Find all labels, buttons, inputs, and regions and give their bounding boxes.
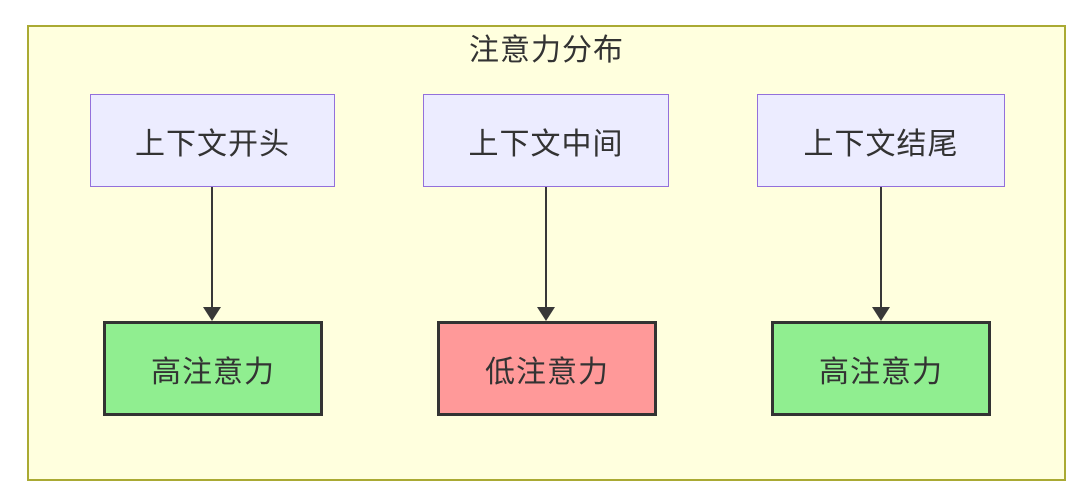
edge-line xyxy=(545,187,547,307)
edge-arrow-1 xyxy=(203,187,221,321)
arrowhead-down-icon xyxy=(872,307,890,321)
edge-line xyxy=(880,187,882,307)
edge-arrow-2 xyxy=(537,187,555,321)
node-high-attention-2: 高注意力 xyxy=(771,321,991,416)
node-high-attention-1: 高注意力 xyxy=(103,321,323,416)
node-context-end: 上下文结尾 xyxy=(757,94,1005,187)
arrowhead-down-icon xyxy=(537,307,555,321)
edge-line xyxy=(211,187,213,307)
node-context-beginning: 上下文开头 xyxy=(90,94,335,187)
diagram-title: 注意力分布 xyxy=(469,34,624,67)
arrowhead-down-icon xyxy=(203,307,221,321)
node-low-attention: 低注意力 xyxy=(437,321,657,416)
edge-arrow-3 xyxy=(872,187,890,321)
node-context-middle: 上下文中间 xyxy=(423,94,669,187)
attention-distribution-cluster: 注意力分布 上下文开头 上下文中间 上下文结尾 高注意力 低注意力 高注意力 xyxy=(27,25,1066,481)
